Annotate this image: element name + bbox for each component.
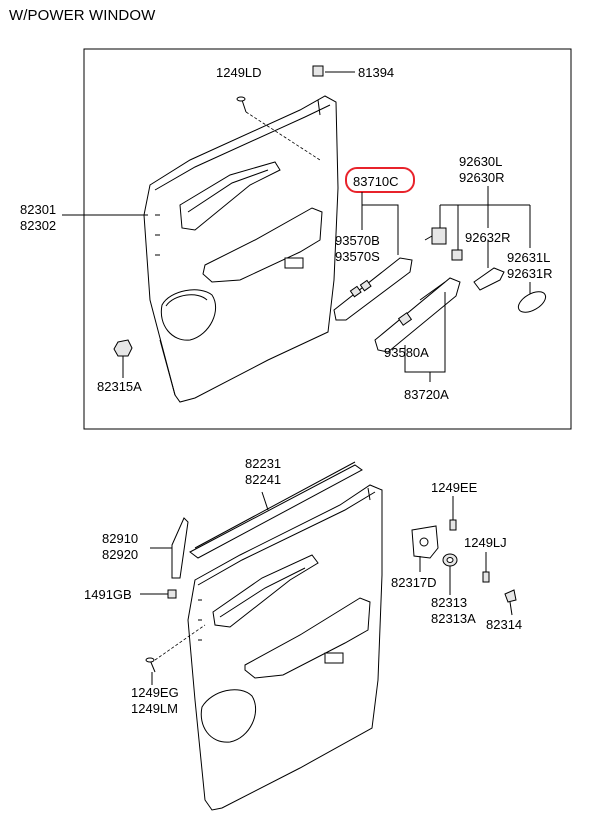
bulb-socket-92630 [424,227,463,261]
label-82313A: 82313A [431,611,476,626]
label-81394: 81394 [358,65,394,80]
label-83720A: 83720A [404,387,449,402]
label-1249EG: 1249EG [131,685,179,700]
label-92630R: 92630R [459,170,505,185]
label-82315A: 82315A [97,379,142,394]
grommet-82313 [442,553,458,595]
lamp-housing-92632R [473,240,505,291]
switch-bezel-93580A [374,277,461,353]
plug-82314 [504,589,517,616]
label-92631L: 92631L [507,250,550,265]
diagram-title: W/POWER WINDOW [9,7,156,24]
label-93570S: 93570S [335,249,380,264]
label-1491GB: 1491GB [84,587,132,602]
upper-door-trim-panel [143,95,339,403]
molding-82910 [150,517,189,579]
label-82231: 82231 [245,456,281,471]
part-highlight-83710C [345,167,415,193]
label-82302: 82302 [20,218,56,233]
label-82314: 82314 [486,617,522,632]
label-1249LJ: 1249LJ [464,535,507,550]
switch-bezel-93570B [333,257,413,321]
label-1249EE: 1249EE [431,480,478,495]
label-82301: 82301 [20,202,56,217]
label-82920: 82920 [102,547,138,562]
lower-door-trim-panel [187,484,383,811]
label-93580A: 93580A [384,345,429,360]
label-92630L: 92630L [459,154,502,169]
clip-81394 [312,65,355,77]
label-92631R: 92631R [507,266,553,281]
fastener-1491GB [140,589,177,599]
clip-82315A [113,339,133,378]
weatherstrip-82231 [189,461,363,559]
label-82241: 82241 [245,472,281,487]
label-83710C: 83710C [353,174,399,189]
lamp-lens-92631 [517,282,547,313]
label-92632R: 92632R [465,230,511,245]
upper-frame [83,48,572,430]
screw-1249EE [449,496,457,531]
label-82317D: 82317D [391,575,437,590]
label-82910: 82910 [102,531,138,546]
label-93570B: 93570B [335,233,380,248]
bracket-82317D [411,525,439,572]
screw-1249LJ [482,552,490,583]
label-1249LD: 1249LD [216,65,262,80]
screw-1249LD [236,96,321,161]
label-82313: 82313 [431,595,467,610]
label-1249LM: 1249LM [131,701,178,716]
screw-1249EG [145,624,206,685]
